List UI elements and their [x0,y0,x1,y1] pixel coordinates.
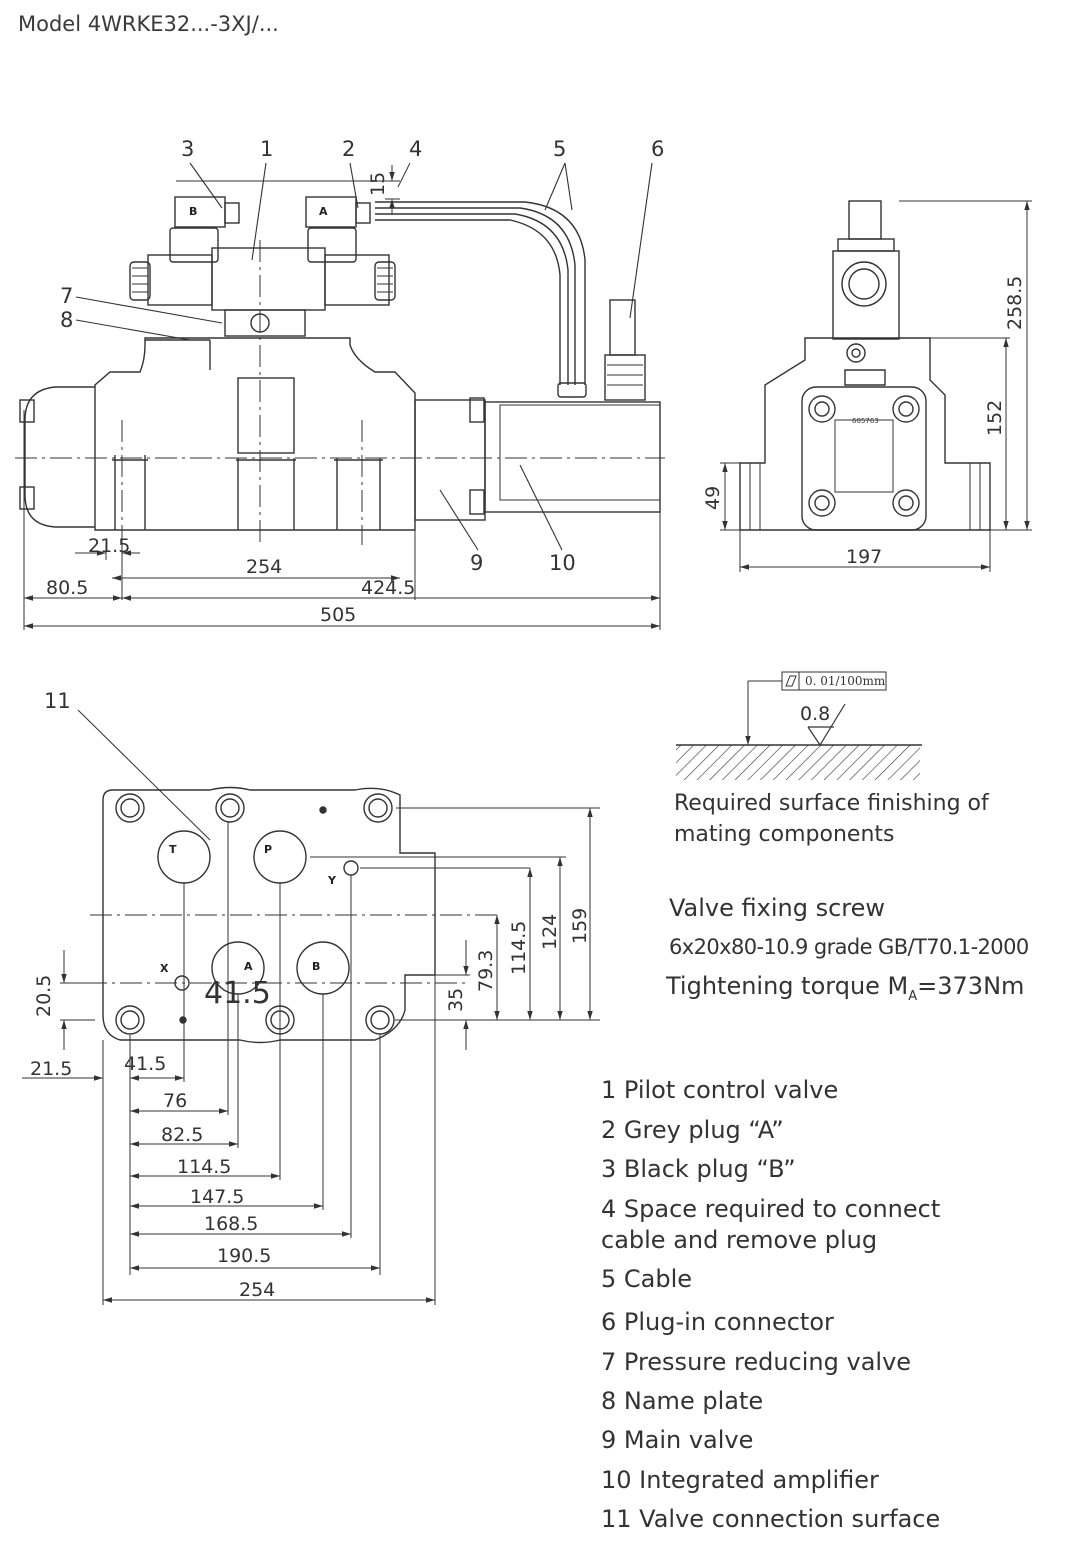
port-y: Y [327,874,337,887]
side-view [720,200,1032,572]
torque-prefix: Tightening torque M [666,972,909,1000]
dim-41-5: 41.5 [124,1053,166,1075]
dim-76: 76 [163,1090,187,1112]
dim-190-5: 190.5 [217,1245,271,1267]
plug-label-a: A [319,205,328,218]
legend-item: 10 Integrated amplifier [601,1466,879,1494]
dim-49: 49 [702,486,724,510]
legend-item: 4 Space required to connect cable and re… [601,1195,941,1254]
legend-item: 8 Name plate [601,1387,764,1415]
port-a: A [244,960,253,973]
nameplate-number: 605763 [852,417,879,425]
surface-caption-line2: mating components [674,822,895,847]
dim-424-5: 424.5 [361,577,415,599]
dim-80-5: 80.5 [46,577,88,599]
legend-item: 11 Valve connection surface [601,1505,941,1533]
front-view [15,162,665,630]
port-t: T [169,843,177,856]
roughness-value: 0.8 [800,703,830,725]
dim-254-bottom: 254 [239,1279,275,1301]
dim-168-5: 168.5 [204,1213,258,1235]
dim-15: 15 [367,172,389,196]
port-b: B [312,960,320,973]
callout-3: 3 [181,137,194,161]
legend-item: 5 Cable [601,1265,693,1293]
dim-505: 505 [320,604,356,626]
flatness-tolerance: 0. 01/100mm [805,674,886,688]
callout-8: 8 [60,308,73,332]
dim-147-5: 147.5 [190,1186,244,1208]
surface-caption: Required surface finishing of mating com… [674,788,989,850]
dim-21-5-bottom: 21.5 [30,1058,72,1080]
dim-21-5-front: 21.5 [88,535,130,557]
torque-value: =373Nm [917,972,1025,1000]
plug-label-b: B [189,205,197,218]
callout-1: 1 [260,137,273,161]
dim-79-3: 79.3 [475,950,497,992]
callout-9: 9 [470,551,483,575]
dim-114-5: 114.5 [177,1156,231,1178]
port-p: P [264,843,272,856]
callout-11: 11 [44,689,71,713]
dim-82-5: 82.5 [161,1124,203,1146]
legend-item: 9 Main valve [601,1426,754,1454]
bottom-view [22,709,600,1305]
screw-heading: Valve fixing screw [669,894,886,922]
legend-item: 7 Pressure reducing valve [601,1348,912,1376]
legend-item: 6 Plug-in connector [601,1308,834,1336]
dim-124: 124 [539,914,561,950]
dim-197: 197 [846,546,882,568]
callout-4: 4 [409,137,422,161]
callout-6: 6 [651,137,664,161]
surface-caption-line1: Required surface finishing of [674,791,989,816]
callout-2: 2 [342,137,355,161]
dim-35: 35 [445,988,467,1012]
dim-152: 152 [984,400,1006,436]
callout-10: 10 [549,551,576,575]
screw-spec: 6x20x80-10.9 grade GB/T70.1-2000 [669,935,1029,959]
torque-subscript: A [908,988,918,1004]
dim-159: 159 [569,908,591,944]
port-x: X [160,962,169,975]
surface-finish-symbol [676,671,922,780]
dim-114-5-vertical: 114.5 [508,921,530,975]
callout-5: 5 [553,137,566,161]
legend-item: 3 Black plug “B” [601,1155,796,1183]
legend-item: 2 Grey plug “A” [601,1116,784,1144]
dim-41-5-large: 41.5 [204,976,271,1011]
dim-254-front: 254 [246,556,282,578]
dim-20-5: 20.5 [33,975,55,1017]
legend-item: 1 Pilot control valve [601,1076,839,1104]
tightening-torque: Tightening torque MA=373Nm [666,971,1024,1012]
dim-258-5: 258.5 [1004,276,1026,330]
callout-7: 7 [60,284,73,308]
page-title: Model 4WRKE32...-3XJ/... [18,12,279,36]
